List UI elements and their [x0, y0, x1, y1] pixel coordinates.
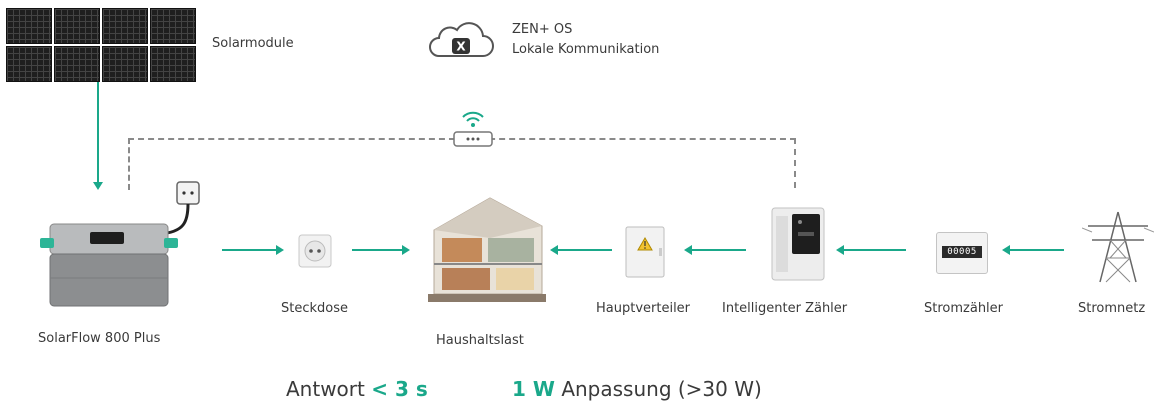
- adjust-label: Anpassung (>30 W): [561, 377, 762, 401]
- flow-arrow-to-power-meter: [1002, 245, 1064, 255]
- solar-panel-icon: [6, 8, 196, 82]
- flow-arrow-to-distributor: [684, 245, 746, 255]
- cloud-subtitle: Lokale Kommunikation: [512, 42, 660, 57]
- cloud-title: ZEN+ OS: [512, 22, 573, 37]
- flow-arrow-to-smart-meter: [836, 245, 906, 255]
- smart-meter-icon: [771, 207, 825, 281]
- distribution-box-icon: [625, 226, 665, 278]
- solar-modules-label: Solarmodule: [212, 36, 294, 51]
- footer-adjustment: 1 W Anpassung (>30 W): [512, 377, 762, 401]
- cloud-x-icon: X: [429, 22, 494, 57]
- grid-label: Stromnetz: [1078, 301, 1146, 316]
- power-meter-label: Stromzähler: [924, 301, 1004, 316]
- solarflow-label: SolarFlow 800 Plus: [38, 331, 161, 346]
- footer-response: Antwort < 3 s: [286, 377, 428, 401]
- meter-reading: 00005: [942, 246, 982, 258]
- electricity-meter-icon: 00005: [936, 232, 988, 274]
- response-label: Antwort: [286, 377, 365, 401]
- distributor-label: Hauptverteiler: [596, 301, 691, 316]
- comm-line-right: [794, 138, 796, 188]
- flow-arrow-to-socket: [222, 245, 284, 255]
- flow-arrow-to-house: [352, 245, 410, 255]
- comm-line-left: [128, 138, 130, 190]
- router-wifi-icon: [453, 111, 493, 147]
- solar-down-arrow-head: [93, 182, 103, 190]
- svg-text:X: X: [456, 40, 466, 54]
- house-icon: [428, 197, 546, 302]
- adjust-value: 1 W: [512, 377, 555, 401]
- flow-arrow-to-house-from-distributor: [550, 245, 612, 255]
- socket-label: Steckdose: [281, 301, 348, 316]
- solar-down-arrow: [97, 82, 99, 184]
- household-label: Haushaltslast: [436, 333, 524, 348]
- response-value: < 3 s: [371, 377, 428, 401]
- smart-meter-label: Intelligenter Zähler: [722, 301, 848, 316]
- wall-socket-icon: [298, 234, 332, 268]
- battery-unit-icon: [40, 181, 200, 307]
- power-pylon-icon: [1082, 211, 1154, 283]
